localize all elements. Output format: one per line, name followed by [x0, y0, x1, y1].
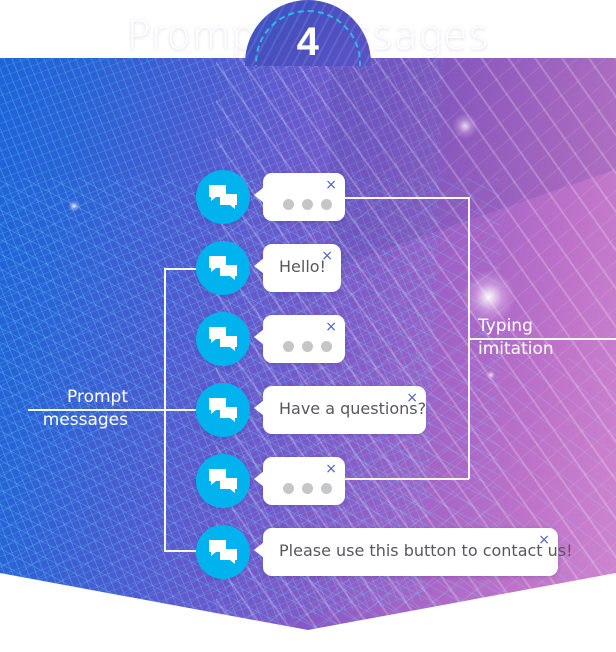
typing-indicator-bubble[interactable]: × [254, 315, 345, 363]
typing-indicator-bubble[interactable]: × [254, 173, 345, 221]
glow-dot-top [452, 113, 478, 139]
typing-dot [283, 199, 294, 210]
chat-bubbles-icon [209, 398, 237, 422]
typing-dot [283, 341, 294, 352]
message-text: Hello! [279, 257, 326, 276]
right-callout-underline [512, 338, 616, 340]
glow-dot-left [68, 200, 80, 212]
callout-typing-imitation: Typing imitation [478, 315, 608, 361]
message-text: Have a questions? [279, 399, 427, 418]
chat-avatar-button[interactable] [196, 525, 250, 579]
left-bracket-top-arm [164, 268, 200, 270]
left-bracket-bottom-arm [164, 550, 200, 552]
message-bubble[interactable]: Hello!× [254, 244, 341, 292]
chat-bubbles-icon [209, 327, 237, 351]
callout-prompt-messages: Prompt messages [10, 386, 128, 432]
step-number-dome: 4 [245, 0, 371, 66]
right-bracket-top-arm [336, 197, 469, 199]
typing-dot [302, 483, 313, 494]
chat-avatar-button[interactable] [196, 454, 250, 508]
close-icon[interactable]: × [325, 461, 337, 477]
chat-avatar-button[interactable] [196, 170, 250, 224]
message-bubble[interactable]: Please use this button to contact us!× [254, 528, 573, 576]
typing-dot [321, 483, 332, 494]
typing-dots [283, 483, 340, 501]
left-bracket-stem [135, 409, 200, 411]
chat-avatar-button[interactable] [196, 383, 250, 437]
chat-avatar-button[interactable] [196, 312, 250, 366]
message-bubble[interactable]: Have a questions?× [254, 386, 427, 434]
callout-left-line2: messages [42, 410, 128, 430]
close-icon[interactable]: × [406, 390, 418, 406]
typing-dots [283, 199, 340, 217]
typing-dot [283, 483, 294, 494]
glow-dot-small [486, 370, 496, 380]
typing-dots [283, 341, 340, 359]
callout-right-line1: Typing [478, 316, 533, 336]
close-icon[interactable]: × [325, 319, 337, 335]
typing-dot [321, 199, 332, 210]
close-icon[interactable]: × [325, 177, 337, 193]
chat-avatar-button[interactable] [196, 241, 250, 295]
right-bracket-bottom-arm [336, 478, 469, 480]
step-number: 4 [296, 20, 320, 64]
typing-indicator-bubble[interactable]: × [254, 457, 345, 505]
close-icon[interactable]: × [538, 532, 550, 548]
close-icon[interactable]: × [321, 248, 333, 264]
callout-right-line2: imitation [478, 339, 554, 359]
right-bracket-stem [468, 338, 512, 340]
typing-dot [321, 341, 332, 352]
message-text: Please use this button to contact us! [279, 541, 573, 560]
chat-bubbles-icon [209, 185, 237, 209]
callout-left-line1: Prompt [67, 387, 128, 407]
chat-bubbles-icon [209, 469, 237, 493]
glow-dot-large [462, 270, 516, 324]
typing-dot [302, 199, 313, 210]
chat-bubbles-icon [209, 256, 237, 280]
left-callout-underline [28, 409, 135, 411]
typing-dot [302, 341, 313, 352]
chat-bubbles-icon [209, 540, 237, 564]
